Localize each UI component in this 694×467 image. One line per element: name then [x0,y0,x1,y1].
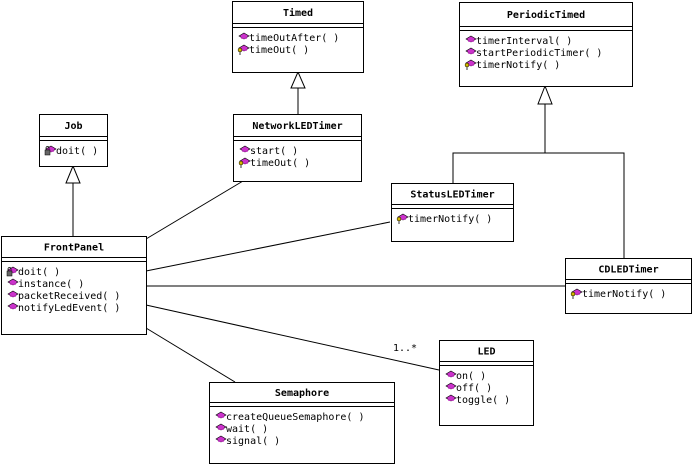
method-label: timerNotify( ) [408,214,492,225]
assoc-frontpanel-networkledtimer [145,180,244,240]
public-method-icon [215,435,227,443]
class-networkledtimer[interactable]: NetworkLEDTimer start( )timeOut( ) [233,114,362,182]
method-label: toggle( ) [456,395,510,406]
method-label: wait( ) [226,424,268,435]
class-statusledtimer[interactable]: StatusLEDTimer timerNotify( ) [391,183,514,242]
method-label: createQueueSemaphore( ) [226,412,364,423]
abstract-method-icon [44,145,57,156]
class-semaphore[interactable]: Semaphore createQueueSemaphore( )wait( )s… [209,382,395,464]
class-frontpanel[interactable]: FrontPanel doit( )instance( )packetReceiv… [1,236,147,335]
method-label: timeOut( ) [249,45,309,56]
class-box [1,236,147,335]
method-label: start( ) [250,146,298,157]
class-box [209,382,395,464]
method-label: instance( ) [18,279,84,290]
method-label: startPeriodicTimer( ) [476,48,602,59]
gen-arrow-job [65,164,81,184]
class-name: FrontPanel [44,243,104,254]
gen-arrow-periodictimed [537,84,553,105]
class-name: NetworkLEDTimer [252,120,342,132]
public-method-icon [445,370,457,378]
class-periodictimed[interactable]: PeriodicTimed timerInterval( )startPeriod… [459,2,633,87]
assoc-frontpanel-statusledtimer [145,221,391,272]
protected-method-icon [237,44,250,55]
class-box [565,258,692,314]
method-label: doit( ) [56,146,98,157]
class-led[interactable]: LED on( )off( )toggle( ) [439,340,534,426]
class-name: StatusLEDTimer [410,189,494,201]
class-name: PeriodicTimed [507,9,585,21]
public-method-icon [465,47,477,55]
protected-method-icon [238,157,251,168]
gen-statusledtimer-periodictimed [452,104,546,183]
gen-arrow-timed [290,70,306,89]
class-name: Job [64,121,82,132]
class-box [391,183,514,242]
method-label: doit( ) [18,267,60,278]
method-label: timeOutAfter( ) [249,33,339,44]
public-method-icon [7,278,19,286]
public-method-icon [445,382,457,390]
class-job[interactable]: Job doit( ) [39,114,108,167]
public-method-icon [215,423,227,431]
protected-method-icon [396,213,409,224]
method-label: off( ) [456,383,492,394]
method-label: notifyLedEvent( ) [18,303,120,314]
method-label: timerNotify( ) [582,289,666,300]
protected-method-icon [570,288,583,299]
method-label: packetReceived( ) [18,291,120,302]
public-method-icon [215,411,227,419]
gen-cdledtimer-periodictimed [545,152,625,258]
public-method-icon [445,394,457,402]
abstract-method-icon [6,266,19,277]
class-box [232,1,364,73]
class-cdledtimer[interactable]: CDLEDTimer timerNotify( ) [565,258,692,314]
method-label: timerInterval( ) [476,36,572,47]
public-method-icon [7,302,19,310]
method-label: timerNotify( ) [476,60,560,71]
class-box [459,2,633,87]
assoc-frontpanel-led [145,304,440,371]
public-method-icon [465,35,477,43]
public-method-icon [7,290,19,298]
class-name: CDLEDTimer [598,264,658,276]
public-method-icon [238,32,250,40]
public-method-icon [239,145,251,153]
protected-method-icon [464,59,477,70]
class-box [439,340,534,426]
relationships [65,70,625,383]
class-name: Semaphore [275,388,329,399]
assoc-frontpanel-semaphore [145,327,236,383]
class-box [233,114,362,182]
method-label: timeOut( ) [250,158,310,169]
method-label: on( ) [456,371,486,382]
method-label: signal( ) [226,436,280,447]
class-name: Timed [283,7,313,19]
multiplicity-label: 1..* [393,343,417,354]
class-timed[interactable]: Timed timeOutAfter( )timeOut( ) [232,1,364,73]
class-name: LED [477,347,495,358]
